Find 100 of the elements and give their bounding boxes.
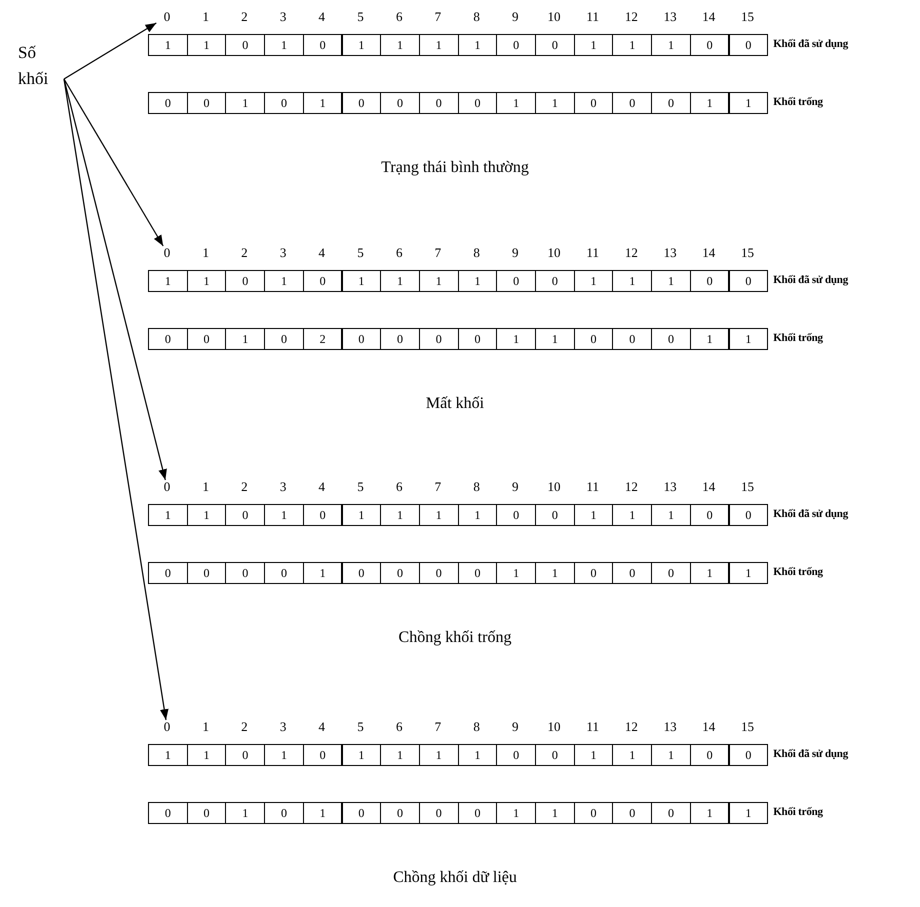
column-index-number: 7 (434, 720, 442, 733)
table-cell: 0 (225, 34, 266, 56)
column-index-number: 10 (546, 10, 562, 23)
arrow (63, 78, 169, 720)
table-cell: 0 (496, 270, 536, 292)
table-cell: 1 (690, 802, 730, 824)
row-label: Khối đã sử dụng (773, 275, 848, 286)
column-index-number: 5 (356, 10, 365, 23)
table-cell: 0 (612, 92, 652, 114)
table-cell: 1 (574, 744, 614, 766)
column-index-number: 0 (156, 246, 178, 259)
table-cell: 0 (612, 802, 652, 824)
table-cell: 0 (342, 92, 382, 114)
table-cell: 0 (458, 802, 498, 824)
column-index-number: 9 (511, 246, 520, 259)
table-cell: 1 (690, 328, 730, 350)
table-cell: 1 (458, 504, 498, 526)
column-index-number: 1 (201, 246, 210, 259)
table-cell: 1 (148, 270, 188, 292)
table-cell: 0 (496, 34, 536, 56)
table-cell: 0 (148, 802, 188, 824)
table-cell: 1 (302, 92, 342, 114)
table-cell: 0 (728, 504, 768, 526)
row-label: Khối đã sử dụng (773, 39, 848, 50)
table-cell: 1 (302, 802, 342, 824)
column-index-number: 8 (472, 10, 481, 23)
column-index-number: 2 (240, 720, 249, 733)
table-cell: 0 (458, 562, 498, 584)
column-index-number: 1 (201, 480, 210, 493)
table-cell: 1 (496, 562, 536, 584)
table-cell: 0 (496, 744, 536, 766)
row-label: Khối trống (773, 567, 823, 578)
column-index-number: 7 (434, 246, 442, 259)
table-cell: 1 (418, 504, 459, 526)
column-index-number: 15 (740, 246, 755, 259)
arrow (63, 78, 167, 480)
table-cell: 1 (651, 744, 691, 766)
column-index-number: 6 (394, 720, 404, 733)
table-cell: 0 (186, 328, 226, 350)
table-cell: 1 (148, 504, 188, 526)
table-cell: 1 (496, 802, 536, 824)
table-cell: 0 (612, 562, 652, 584)
table-cell: 0 (148, 92, 188, 114)
table-cell: 0 (690, 270, 730, 292)
table-cell: 0 (225, 270, 266, 292)
column-index-number: 6 (394, 10, 404, 23)
table-cell: 1 (302, 562, 342, 584)
table-cell: 0 (651, 92, 691, 114)
table-cell: 1 (418, 34, 459, 56)
table-cell: 0 (574, 802, 614, 824)
table-cell: 0 (380, 562, 420, 584)
column-index-number: 12 (624, 480, 639, 493)
table-cell: 1 (186, 504, 226, 526)
table-cell: 1 (264, 34, 304, 56)
column-index-number: 4 (318, 480, 326, 493)
column-index-number: 7 (434, 480, 442, 493)
column-index-number: 0 (156, 720, 178, 733)
table-cell: 1 (612, 744, 652, 766)
table-cell: 0 (651, 562, 691, 584)
table-cell: 1 (574, 34, 614, 56)
section-caption: Chồng khối dữ liệu (392, 870, 518, 886)
table-cell: 1 (612, 270, 652, 292)
column-index-number: 9 (511, 720, 520, 733)
column-index-number: 13 (662, 720, 678, 733)
table-cell: 1 (728, 562, 768, 584)
row-label: Khối trống (773, 807, 823, 818)
column-index-number: 4 (318, 10, 326, 23)
section-caption: Chồng khối trống (398, 630, 512, 646)
column-index-number: 3 (278, 10, 288, 23)
table-cell: 1 (535, 562, 575, 584)
row-label: Khối đã sử dụng (773, 749, 848, 760)
column-index-number: 10 (546, 480, 562, 493)
column-index-number: 6 (394, 480, 404, 493)
table-cell: 0 (264, 92, 304, 114)
column-index-number: 14 (701, 720, 716, 733)
table-cell: 1 (612, 34, 652, 56)
column-index-number: 12 (624, 10, 639, 23)
table-cell: 1 (225, 92, 266, 114)
column-index-number: 11 (585, 10, 600, 23)
table-cell: 1 (186, 34, 226, 56)
table-cell: 1 (342, 744, 382, 766)
table-cell: 1 (418, 744, 459, 766)
column-index-number: 13 (662, 480, 678, 493)
table-cell: 1 (612, 504, 652, 526)
arrow (64, 22, 157, 80)
table-cell: 0 (342, 802, 382, 824)
table-cell: 0 (651, 328, 691, 350)
column-index-number: 9 (511, 10, 520, 23)
table-cell: 1 (496, 328, 536, 350)
column-index-number: 11 (585, 480, 600, 493)
column-index-number: 8 (472, 720, 481, 733)
column-index-number: 1 (201, 720, 210, 733)
table-cell: 1 (496, 92, 536, 114)
table-cell: 1 (535, 328, 575, 350)
table-cell: 1 (728, 92, 768, 114)
table-cell: 1 (458, 34, 498, 56)
table-cell: 0 (418, 328, 459, 350)
table-cell: 0 (302, 270, 342, 292)
column-index-number: 7 (434, 10, 442, 23)
table-cell: 1 (574, 270, 614, 292)
